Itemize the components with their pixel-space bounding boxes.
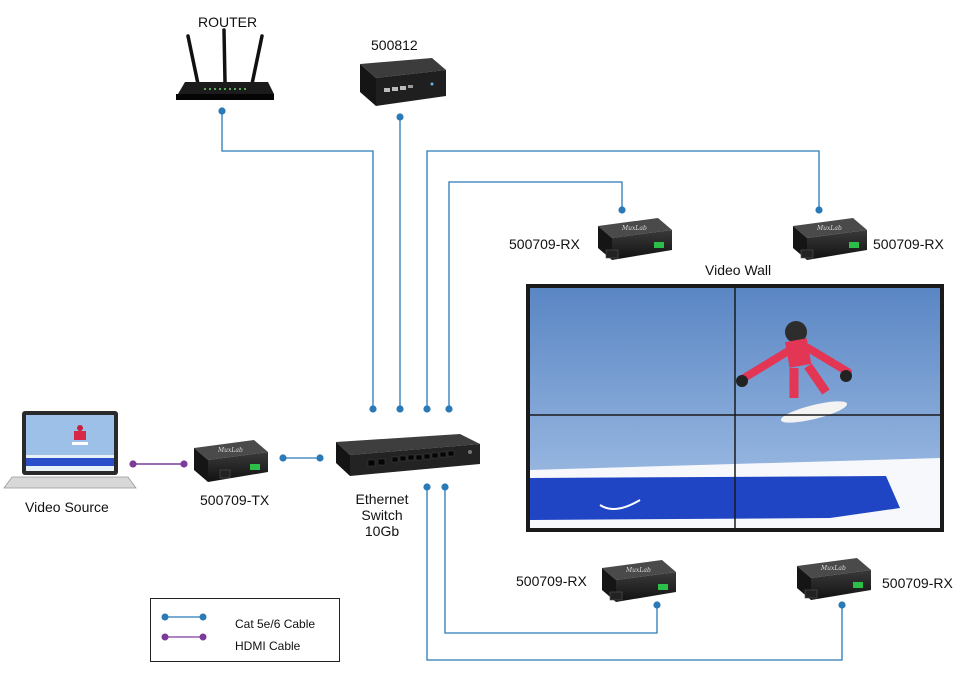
hdmi-cable-legend-swatch [161, 633, 207, 641]
cable-endpoint [618, 206, 626, 214]
switch-label: Ethernet Switch 10Gb [344, 491, 420, 539]
cat-cable-endpoints [218, 107, 846, 609]
cat-cable-legend-label: Cat 5e/6 Cable [235, 617, 316, 631]
cable-rx-top-left [448, 181, 623, 409]
cable-rx-bottom-left [444, 487, 658, 634]
router-label: ROUTER [198, 14, 258, 30]
cat-cables [221, 111, 843, 661]
rx-bottom-left-label: 500709-RX [516, 573, 587, 589]
ethernet-switch-icon [336, 434, 480, 476]
receiver-box-icon: MuxLab [598, 218, 672, 260]
switch-label-line-1: Ethernet [355, 491, 409, 507]
receiver-box-icon: MuxLab [793, 218, 867, 260]
cable-endpoint [316, 454, 324, 462]
cable-router-switch [221, 111, 374, 409]
cable-endpoint [180, 460, 188, 468]
switch-label-line-2: Switch [361, 507, 403, 523]
laptop-icon [3, 411, 137, 489]
legend: Cat 5e/6 Cable HDMI Cable [150, 598, 340, 662]
hdmi-cable-legend-label: HDMI Cable [235, 639, 301, 653]
video-source-label: Video Source [25, 499, 109, 515]
cable-rx-top-right [426, 150, 820, 409]
router-icon [176, 28, 274, 100]
transmitter-box-icon: MuxLab [194, 440, 268, 482]
svg-text:MuxLab: MuxLab [621, 225, 647, 232]
svg-text:MuxLab: MuxLab [625, 567, 651, 574]
rx-top-right-label: 500709-RX [873, 236, 944, 252]
controller-label: 500812 [371, 37, 418, 53]
controller-icon [360, 58, 446, 106]
cat-cable-legend-swatch [161, 613, 207, 621]
cable-endpoint [815, 206, 823, 214]
cable-endpoint [653, 601, 661, 609]
video-wall-label: Video Wall [705, 262, 772, 278]
switch-label-line-3: 10Gb [364, 523, 400, 539]
cable-endpoint [838, 601, 846, 609]
cable-endpoint [441, 483, 449, 491]
receiver-box-icon: MuxLab [797, 558, 871, 600]
cable-endpoint [423, 483, 431, 491]
snowboarder-figure [736, 321, 852, 423]
cable-endpoint [445, 405, 453, 413]
svg-text:MuxLab: MuxLab [816, 225, 842, 232]
cable-rx-bottom-right [426, 487, 843, 661]
svg-text:MuxLab: MuxLab [217, 447, 243, 454]
tx-label: 500709-TX [200, 492, 270, 508]
cable-endpoint [279, 454, 287, 462]
video-wall [526, 284, 944, 532]
receiver-box-icon: MuxLab [602, 560, 676, 602]
cable-endpoint [396, 405, 404, 413]
rx-bottom-right-label: 500709-RX [882, 575, 953, 591]
svg-text:MuxLab: MuxLab [820, 565, 846, 572]
cable-endpoint [218, 107, 226, 115]
hdmi-cable [129, 460, 188, 468]
cable-endpoint [129, 460, 137, 468]
cable-endpoint [369, 405, 377, 413]
rx-top-left-label: 500709-RX [509, 236, 580, 252]
cable-endpoint [423, 405, 431, 413]
cable-endpoint [396, 113, 404, 121]
